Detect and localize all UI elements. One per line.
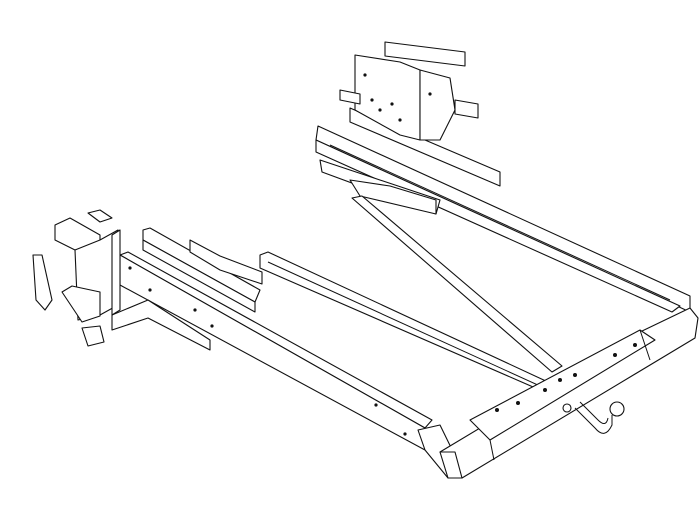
tow-ball-hitch xyxy=(562,401,625,434)
left-mounting-bracket xyxy=(32,209,121,347)
rear-crossbar xyxy=(439,307,699,479)
left-reinforcement-plates xyxy=(111,227,263,351)
left-side-rail xyxy=(119,251,463,479)
diagonal-brace xyxy=(351,195,563,373)
right-mounting-bracket xyxy=(319,41,479,215)
